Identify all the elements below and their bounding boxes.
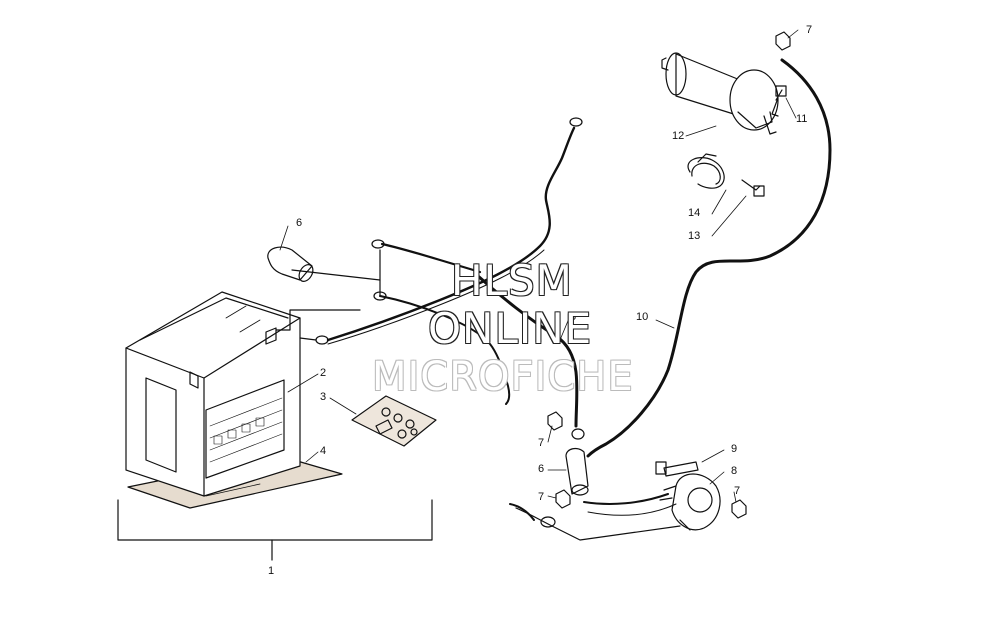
- bolt-upper: [771, 85, 787, 117]
- nut-upper: [547, 411, 563, 431]
- callout-labels: 1 2 3 4 5 6 6 7 7 7 7 8 9 10 11 12 13 14: [268, 24, 812, 577]
- callout-12: 12: [672, 130, 684, 142]
- callout-3: 3: [320, 391, 326, 403]
- callout-6-left: 6: [296, 217, 302, 229]
- nut-top: [775, 31, 791, 51]
- starter-motor: [661, 52, 779, 135]
- starter-solenoid: [659, 473, 721, 531]
- callout-14: 14: [688, 207, 700, 219]
- callout-11: 11: [796, 113, 807, 125]
- callout-5: 5: [570, 311, 576, 323]
- callout-9: 9: [731, 443, 737, 455]
- battery-cables: [275, 117, 583, 405]
- callout-8: 8: [731, 465, 737, 477]
- main-cable: [476, 274, 585, 440]
- callout-13: 13: [688, 230, 700, 242]
- battery: [125, 291, 301, 497]
- callout-6-lower: 6: [538, 463, 544, 475]
- callout-1: 1: [268, 565, 274, 577]
- starter-cable: [586, 58, 832, 458]
- callout-10: 10: [636, 311, 648, 323]
- callout-4: 4: [320, 445, 326, 457]
- nut-right: [731, 499, 747, 519]
- terminal-boot-left: [267, 246, 314, 282]
- lower-wires: [509, 493, 681, 541]
- hardware-kit: [351, 395, 437, 447]
- callout-7-lower-left: 7: [538, 491, 544, 503]
- terminal-boot-lower: [565, 447, 589, 496]
- cable-clamp: [687, 153, 725, 189]
- nut-middle: [555, 489, 571, 509]
- callout-7-top: 7: [806, 24, 812, 36]
- callout-7-upper-left: 7: [538, 437, 544, 449]
- bolt-clamp: [741, 179, 765, 197]
- bolt: [655, 461, 699, 477]
- callout-7-right: 7: [734, 485, 740, 497]
- callout-2: 2: [320, 367, 326, 379]
- group-bracket: [117, 499, 433, 561]
- leader-lines: [279, 29, 799, 503]
